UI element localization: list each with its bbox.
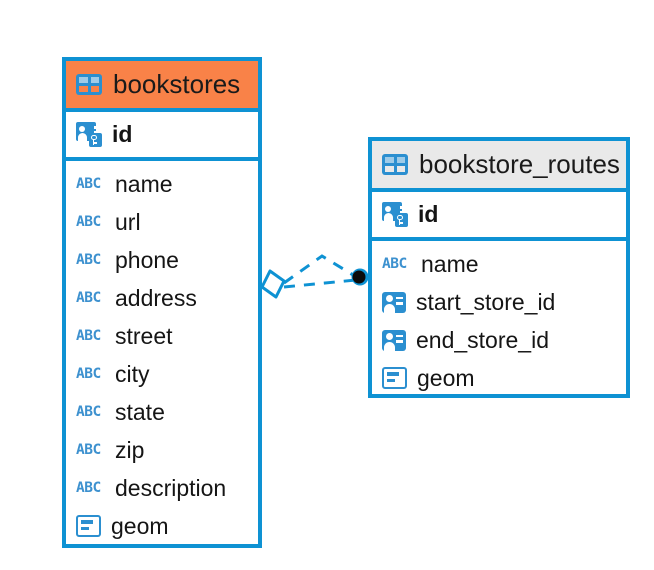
column-row-name[interactable]: ABC name xyxy=(66,165,258,203)
abc-icon: ABC xyxy=(76,404,101,420)
column-label: id xyxy=(112,121,133,147)
primary-key-icon xyxy=(382,202,408,227)
entity-title: bookstores xyxy=(113,69,241,99)
primary-key-icon xyxy=(76,122,102,147)
abc-icon: ABC xyxy=(382,256,407,272)
abc-icon: ABC xyxy=(76,214,101,230)
entity-bookstore-routes[interactable]: bookstore_routes id ABC name xyxy=(368,137,630,398)
foreign-key-icon xyxy=(382,329,406,351)
column-label: phone xyxy=(115,246,179,273)
column-row-city[interactable]: ABC city xyxy=(66,355,258,393)
primary-key-section-bookstore-routes: id xyxy=(372,192,626,241)
column-label: name xyxy=(115,170,173,197)
entity-header-bookstores[interactable]: bookstores xyxy=(66,61,258,112)
abc-icon: ABC xyxy=(76,176,101,192)
column-row-street[interactable]: ABC street xyxy=(66,317,258,355)
column-label: name xyxy=(421,250,479,277)
column-row-name[interactable]: ABC name xyxy=(372,245,626,283)
column-list-bookstore-routes: ABC name start_store_id end_store_id xyxy=(372,241,626,402)
column-label: city xyxy=(115,360,150,387)
column-row-end-store-id[interactable]: end_store_id xyxy=(372,321,626,359)
column-label: state xyxy=(115,398,165,425)
column-label: geom xyxy=(111,512,169,539)
column-label: zip xyxy=(115,436,145,463)
geometry-icon xyxy=(382,367,407,389)
column-label: geom xyxy=(417,364,475,391)
column-row-id[interactable]: id xyxy=(372,192,626,237)
column-row-url[interactable]: ABC url xyxy=(66,203,258,241)
column-row-geom[interactable]: geom xyxy=(372,359,626,397)
filled-circle-marker xyxy=(351,268,369,286)
entity-header-bookstore-routes[interactable]: bookstore_routes xyxy=(372,141,626,192)
abc-icon: ABC xyxy=(76,328,101,344)
abc-icon: ABC xyxy=(76,252,101,268)
geometry-icon xyxy=(76,515,101,537)
column-row-zip[interactable]: ABC zip xyxy=(66,431,258,469)
primary-key-section-bookstores: id xyxy=(66,112,258,161)
column-row-id[interactable]: id xyxy=(66,112,258,157)
column-row-description[interactable]: ABC description xyxy=(66,469,258,507)
column-row-address[interactable]: ABC address xyxy=(66,279,258,317)
abc-icon: ABC xyxy=(76,480,101,496)
foreign-key-icon xyxy=(382,291,406,313)
entity-title: bookstore_routes xyxy=(419,149,620,179)
column-row-phone[interactable]: ABC phone xyxy=(66,241,258,279)
relationship-line-lower xyxy=(283,278,357,289)
column-row-geom[interactable]: geom xyxy=(66,507,258,545)
relationship-line-upper xyxy=(283,254,359,285)
column-label: url xyxy=(115,208,141,235)
abc-icon: ABC xyxy=(76,366,101,382)
column-list-bookstores: ABC name ABC url ABC phone ABC address A… xyxy=(66,161,258,550)
column-label: street xyxy=(115,322,173,349)
column-row-start-store-id[interactable]: start_store_id xyxy=(372,283,626,321)
diamond-marker xyxy=(260,269,286,299)
column-label: end_store_id xyxy=(416,326,549,353)
column-label: address xyxy=(115,284,197,311)
table-grid-icon xyxy=(382,154,408,175)
table-grid-icon xyxy=(76,74,102,95)
column-row-state[interactable]: ABC state xyxy=(66,393,258,431)
entity-bookstores[interactable]: bookstores id ABC name ABC url xyxy=(62,57,262,548)
column-label: description xyxy=(115,474,227,501)
column-label: start_store_id xyxy=(416,288,556,315)
column-label: id xyxy=(418,201,439,227)
abc-icon: ABC xyxy=(76,290,101,306)
abc-icon: ABC xyxy=(76,442,101,458)
